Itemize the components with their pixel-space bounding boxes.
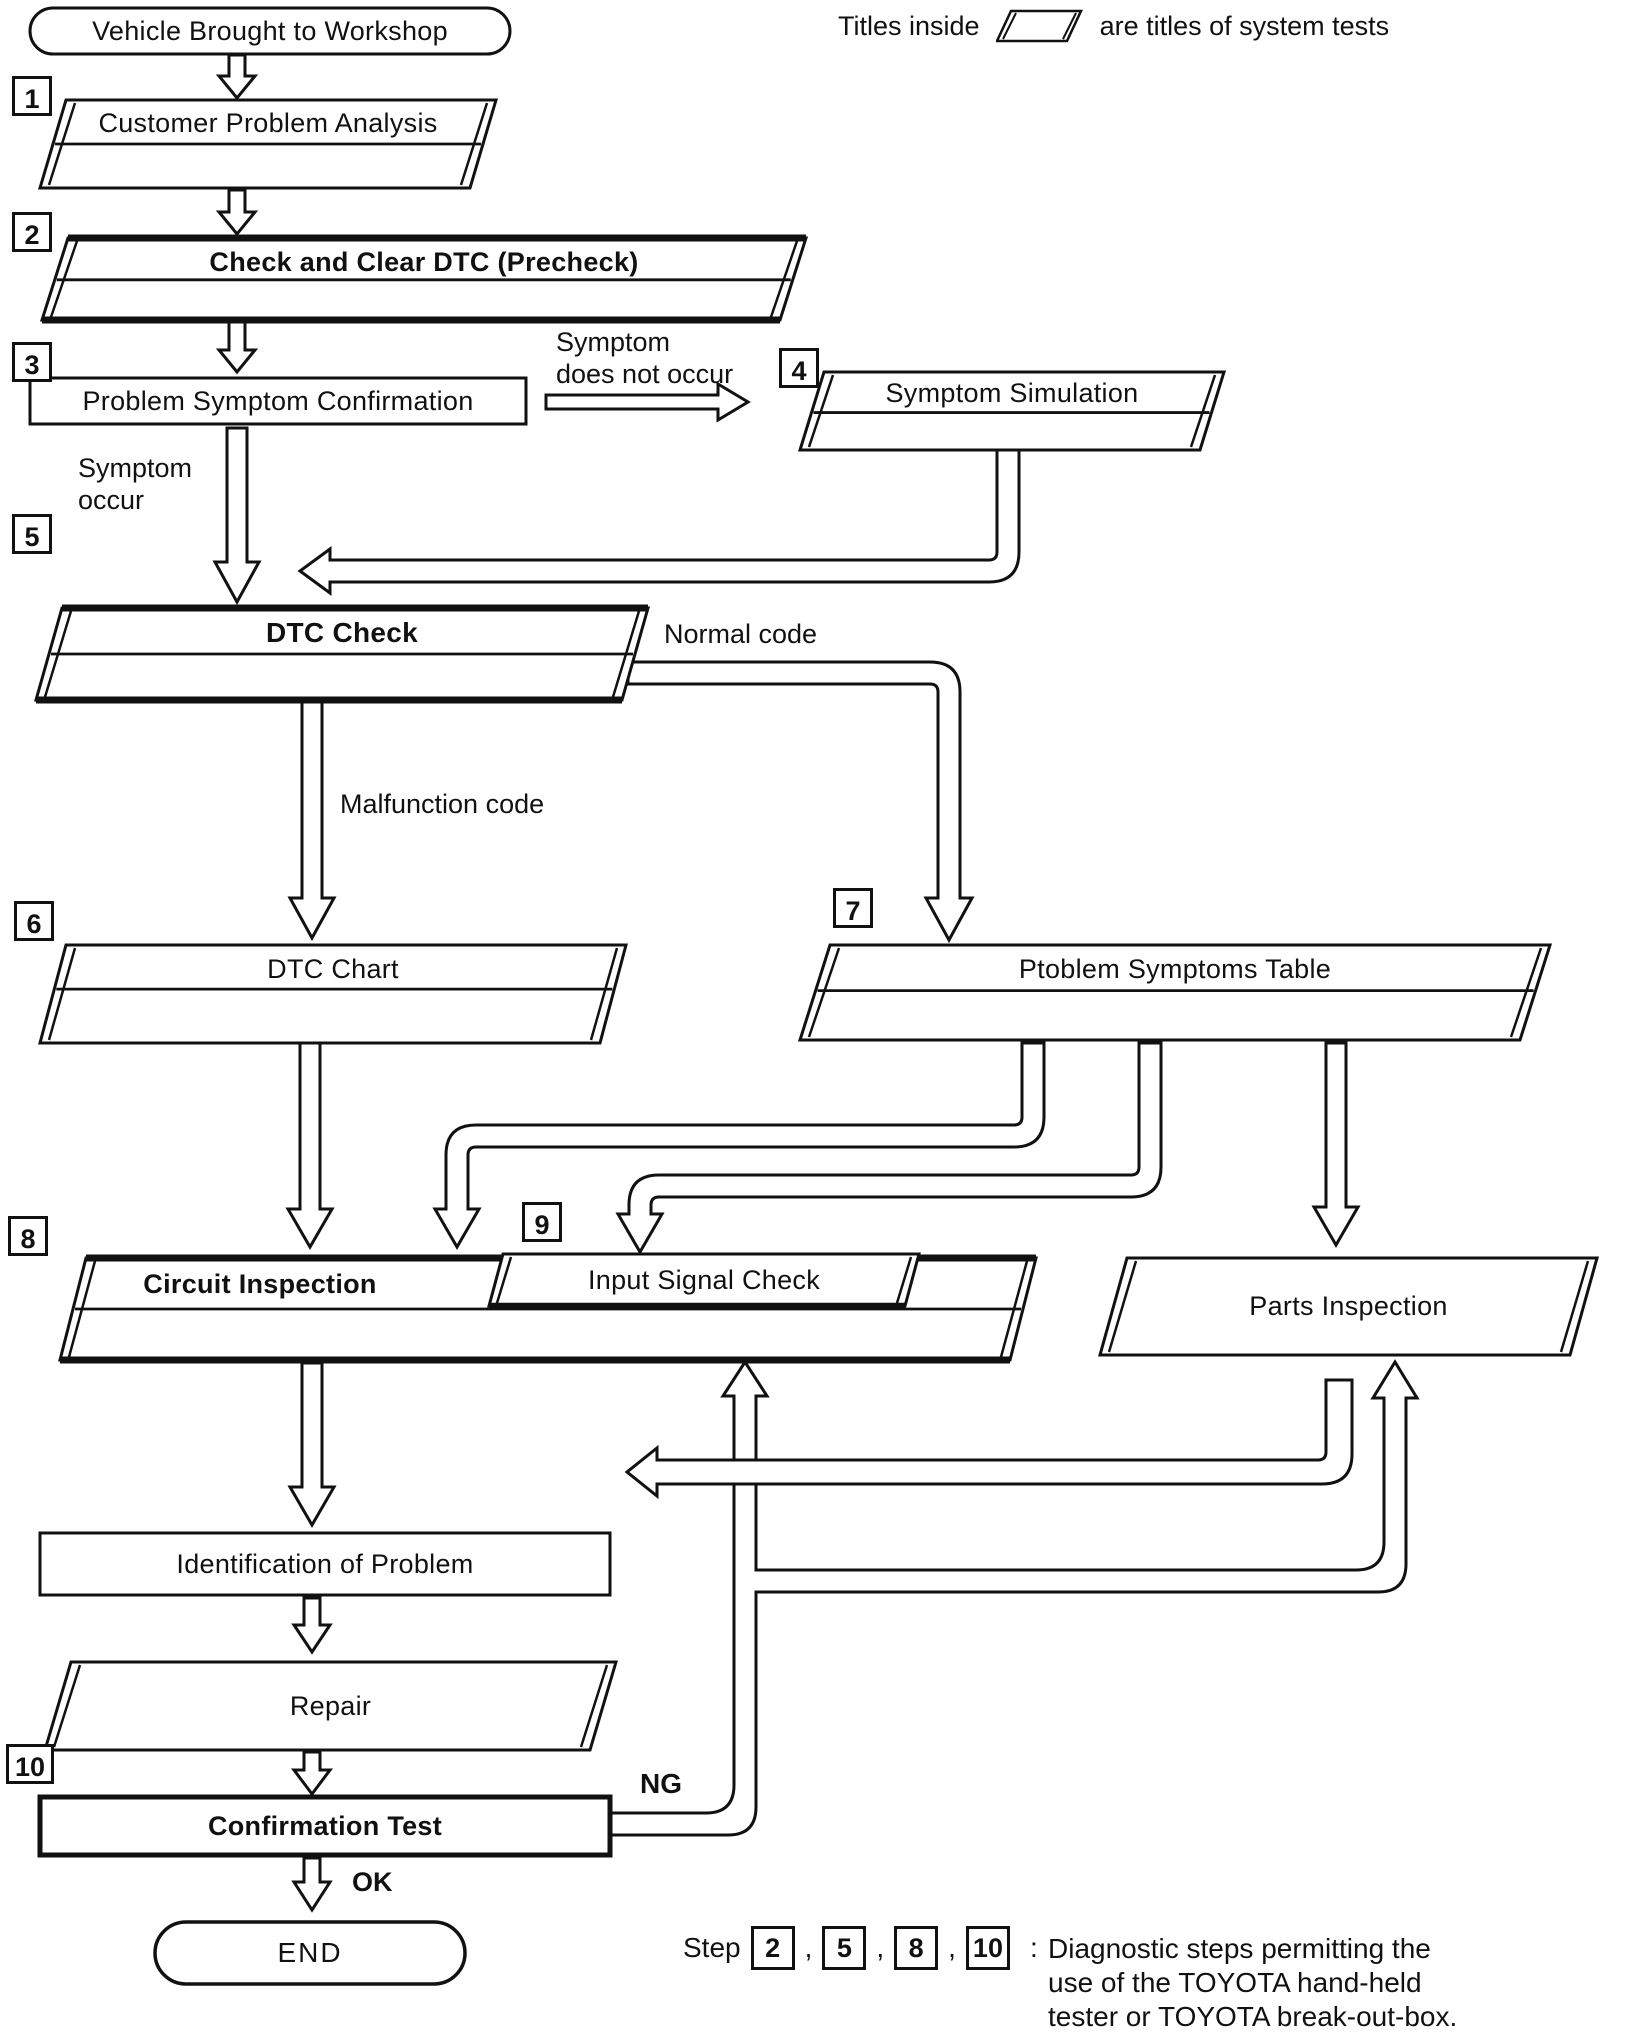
arrow-malfunction-code bbox=[287, 695, 337, 942]
step4-label: Symptom Simulation bbox=[885, 378, 1139, 408]
badge-step-8: 8 bbox=[8, 1216, 48, 1256]
footnote-badge-8: 8 bbox=[894, 1926, 939, 1970]
legend-prefix: Titles inside bbox=[838, 10, 980, 41]
step1-label: Customer Problem Analysis bbox=[98, 108, 438, 138]
end-terminator-shape bbox=[153, 1920, 467, 1986]
annotation-normal-code: Normal code bbox=[664, 619, 818, 649]
footnote-comma: , bbox=[876, 1932, 885, 1963]
annotation-ng: NG bbox=[640, 1768, 682, 1799]
step7-parallelogram bbox=[797, 943, 1553, 1042]
badge-step-4: 4 bbox=[779, 348, 819, 388]
annotation-symptom-does-not-occur: Symptom does not occur bbox=[556, 327, 734, 389]
badge-step-3: 3 bbox=[12, 342, 52, 382]
legend: Titles inside are titles of system tests bbox=[838, 8, 1389, 44]
step10-label: Confirmation Test bbox=[207, 1811, 443, 1841]
step3-rect bbox=[28, 376, 528, 426]
step3-label: Problem Symptom Confirmation bbox=[82, 386, 474, 416]
system-test-parallelogram-icon bbox=[995, 9, 1083, 43]
arrow-start-to-step1 bbox=[215, 53, 259, 101]
step9-parallelogram bbox=[487, 1252, 921, 1310]
return-pipe-symptom-simulation bbox=[297, 447, 1021, 596]
annotation-ok: OK bbox=[352, 1867, 393, 1897]
step2-label: Check and Clear DTC (Precheck) bbox=[209, 247, 639, 277]
parts-inspection-parallelogram bbox=[1098, 1256, 1599, 1357]
badge-step-2: 2 bbox=[12, 212, 52, 252]
pipe-symptoms-table-to-input-signal-check bbox=[615, 1041, 1163, 1255]
footnote-comma: , bbox=[804, 1932, 813, 1963]
parts-inspection-label: Parts Inspection bbox=[1249, 1291, 1448, 1321]
legend-suffix: are titles of system tests bbox=[1099, 10, 1390, 41]
ng-return-pipe bbox=[604, 1359, 1420, 1837]
step4-parallelogram bbox=[797, 370, 1227, 452]
footnote-step-word: Step bbox=[683, 1932, 741, 1963]
arrow-identification-to-repair bbox=[291, 1596, 333, 1655]
step1-parallelogram bbox=[37, 98, 499, 190]
footnote-badge-2: 2 bbox=[750, 1926, 795, 1970]
footnote-steps-row: Step 2 , 5 , 8 , 10 : bbox=[683, 1926, 1038, 1970]
step6-parallelogram bbox=[38, 943, 628, 1045]
step10-rect bbox=[37, 1794, 613, 1858]
badge-step-5: 5 bbox=[12, 514, 52, 554]
footnote-text: Diagnostic steps permitting the use of t… bbox=[1048, 1933, 1458, 2032]
step9-label: Input Signal Check bbox=[587, 1265, 821, 1295]
badge-step-9: 9 bbox=[522, 1202, 562, 1242]
arrow-step3-to-step5 bbox=[212, 426, 262, 606]
step7-label: Ptoblem Symptoms Table bbox=[1018, 954, 1332, 984]
parts-inspection-left-return-arrow bbox=[624, 1378, 1354, 1500]
identification-label: Identification of Problem bbox=[176, 1549, 474, 1579]
step5-parallelogram bbox=[34, 604, 650, 704]
arrow-circuit-to-identification bbox=[287, 1361, 337, 1528]
repair-label: Repair bbox=[289, 1691, 372, 1721]
badge-step-1: 1 bbox=[12, 76, 52, 116]
arrow-step2-to-step3 bbox=[215, 320, 259, 375]
arrow-step1-to-step2 bbox=[215, 188, 259, 237]
footnote-badge-10: 10 bbox=[965, 1926, 1010, 1970]
arrow-ok-to-end bbox=[291, 1856, 333, 1913]
badge-step-7: 7 bbox=[833, 888, 873, 928]
end-label: END bbox=[277, 1937, 343, 1968]
footnote-badge-5: 5 bbox=[822, 1926, 867, 1970]
badge-step-10: 10 bbox=[6, 1744, 54, 1784]
annotation-malfunction-code: Malfunction code bbox=[340, 789, 545, 819]
step2-parallelogram bbox=[39, 234, 809, 324]
step8-label: Circuit Inspection bbox=[143, 1269, 377, 1299]
arrow-repair-to-confirmation bbox=[291, 1750, 333, 1797]
annotation-symptom-occur: Symptom occur bbox=[78, 453, 193, 515]
step6-label: DTC Chart bbox=[267, 954, 399, 984]
step5-label: DTC Check bbox=[265, 617, 419, 648]
normal-code-pipe bbox=[626, 660, 975, 944]
footnote-colon: : bbox=[1029, 1932, 1038, 1963]
arrow-symptoms-table-to-parts-inspection bbox=[1311, 1041, 1361, 1248]
arrow-step3-to-step4 bbox=[544, 381, 751, 423]
repair-parallelogram bbox=[42, 1660, 619, 1752]
start-terminator-shape bbox=[28, 6, 512, 56]
identification-rect bbox=[38, 1531, 612, 1597]
arrow-dtc-chart-to-circuit-inspection bbox=[285, 1041, 335, 1250]
footnote-comma: , bbox=[948, 1932, 956, 1963]
start-label: Vehicle Brought to Workshop bbox=[92, 16, 448, 46]
badge-step-6: 6 bbox=[14, 901, 54, 941]
pipe-symptoms-table-to-circuit-inspection bbox=[432, 1041, 1046, 1250]
